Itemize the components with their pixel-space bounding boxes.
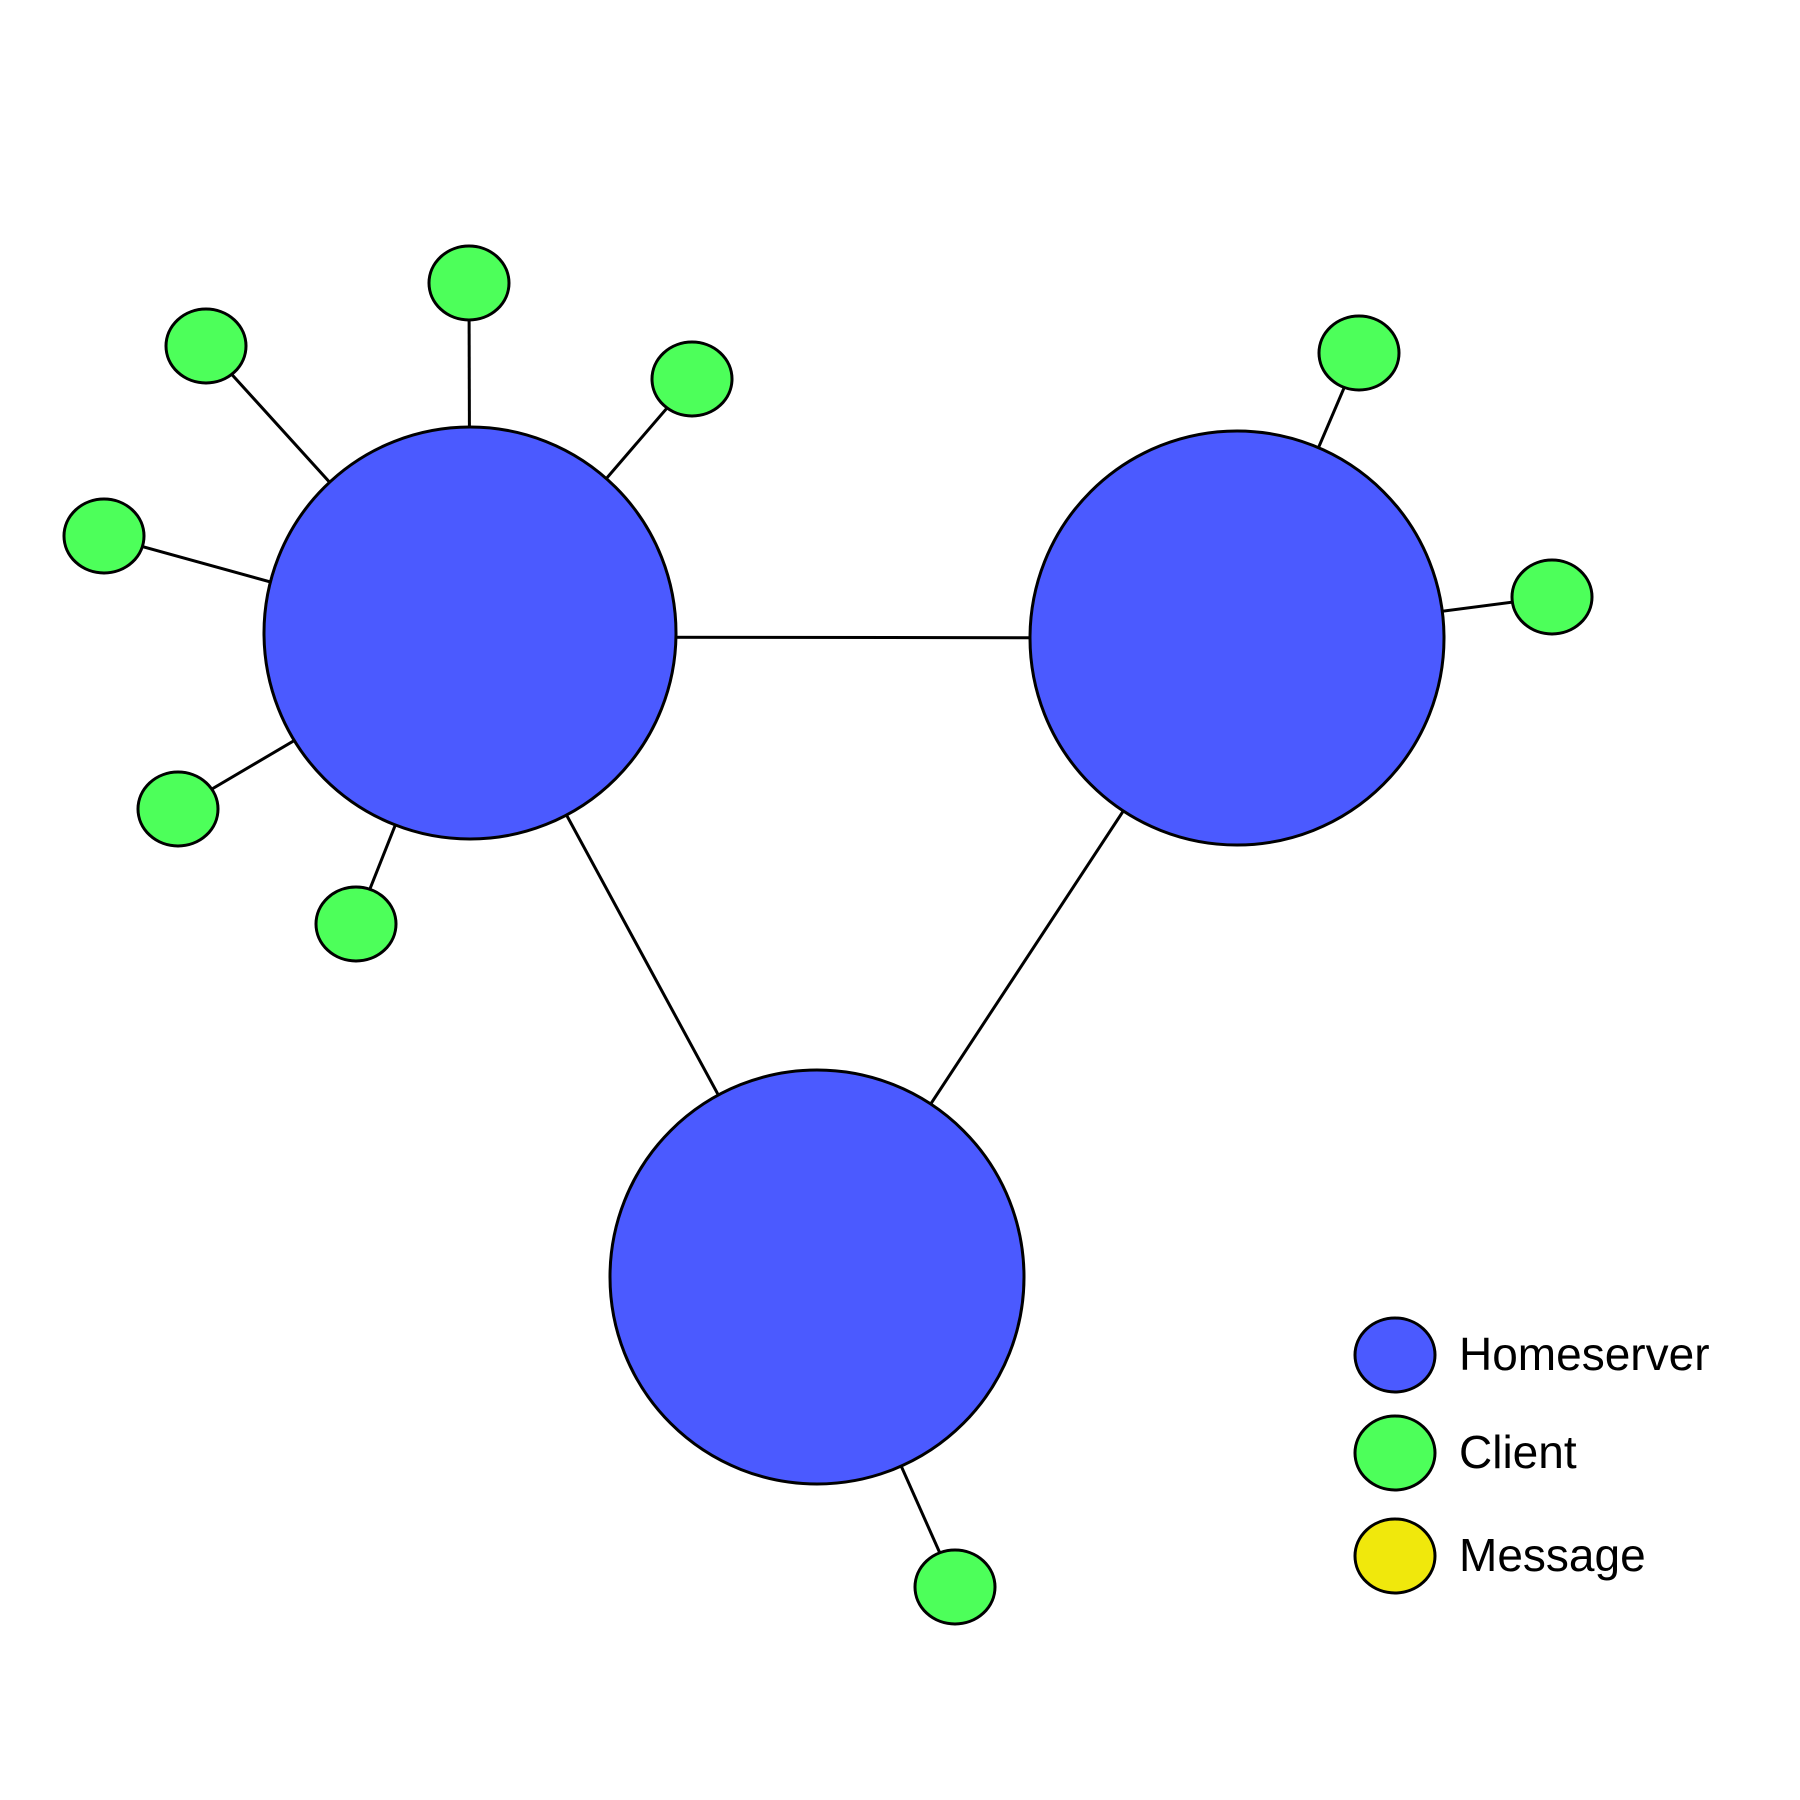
client-node-c3 [650,340,734,418]
legend-homeserver-label: Homeserver [1459,1328,1710,1380]
client-node-c5 [136,770,220,848]
legend-homeserver-swatch [1353,1316,1437,1394]
client-node-c2 [427,244,511,322]
client-node-c1 [164,307,248,385]
client-node-c8 [1510,558,1594,636]
nodes [62,244,1594,1626]
client-node-c7 [1317,314,1401,392]
legend-message-label: Message [1459,1529,1646,1581]
legend-client-swatch [1353,1414,1437,1492]
legend: Homeserver Client Message [1353,1316,1710,1595]
legend-client-label: Client [1459,1426,1577,1478]
homeserver-node-b [1028,429,1446,847]
client-node-c6 [314,885,398,963]
legend-message-swatch [1353,1517,1437,1595]
client-node-c4 [62,497,146,575]
homeserver-node-a [262,425,678,841]
client-node-c9 [913,1548,997,1626]
homeserver-node-c [608,1068,1026,1486]
